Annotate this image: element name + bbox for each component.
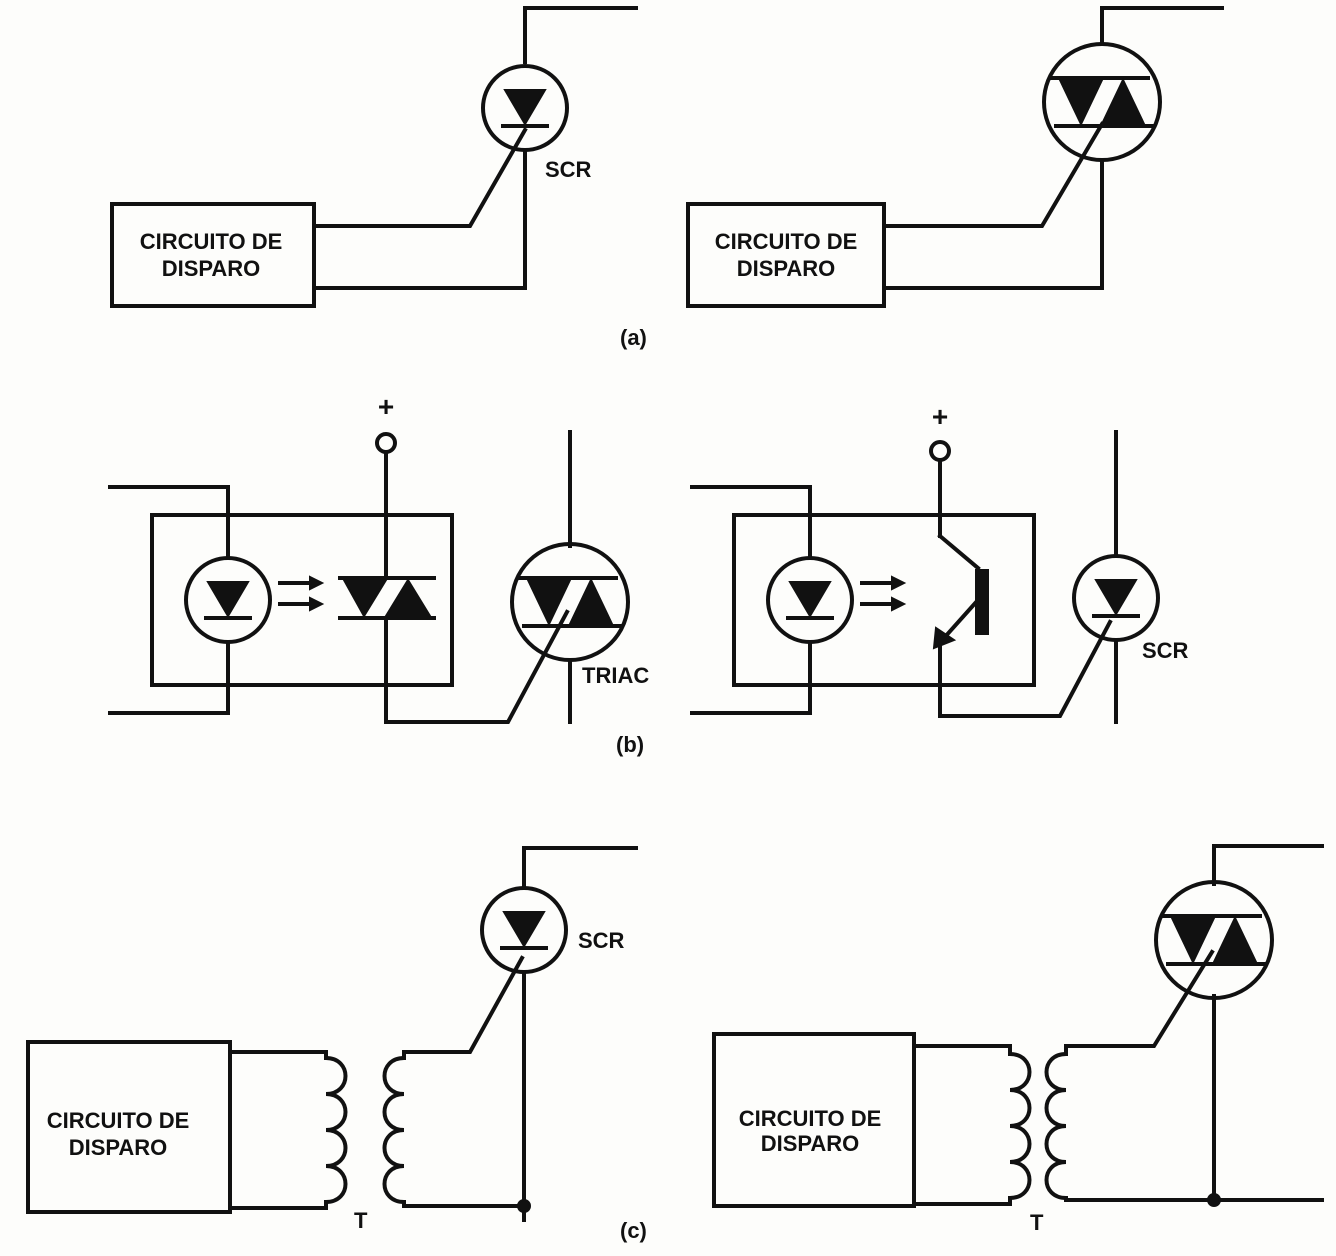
supply-terminal	[375, 432, 397, 454]
secondary-return-wire	[1064, 1196, 1324, 1202]
transformer-label: T	[354, 1208, 368, 1233]
cathode-wire	[882, 158, 1104, 290]
light-arrows-icon	[860, 575, 907, 612]
panel-b-right: + SCR	[690, 401, 1189, 724]
trigger-circuit-box	[110, 202, 316, 308]
supply-terminal	[929, 440, 951, 462]
secondary-return-wire	[402, 1200, 526, 1208]
trigger-circuit-label-line2: DISPARO	[737, 256, 836, 281]
trigger-circuit-label-line1: CIRCUITO DE	[715, 229, 858, 254]
scr-symbol-icon	[481, 64, 569, 152]
trigger-circuit-label-line1: CIRCUITO DE	[47, 1108, 190, 1133]
junction-dot	[517, 1199, 531, 1213]
led-diode-icon	[766, 556, 854, 644]
trigger-circuit-label-line2: DISPARO	[69, 1135, 168, 1160]
trigger-circuit-box	[686, 202, 886, 308]
trigger-circuit-label-line1: CIRCUITO DE	[140, 229, 283, 254]
transformer-label: T	[1030, 1210, 1044, 1235]
trigger-circuit-box	[712, 1032, 916, 1208]
gate-wire	[384, 609, 570, 724]
panel-c-right: CIRCUITO DE DISPARO T	[712, 844, 1324, 1235]
primary-coil-icon	[1008, 1052, 1032, 1200]
scr-label: SCR	[578, 928, 625, 953]
light-arrows-icon	[278, 575, 325, 612]
panel-a-right: CIRCUITO DE DISPARO	[686, 6, 1224, 308]
panel-c-left: CIRCUITO DE DISPARO SCR T	[26, 846, 638, 1233]
triac-symbol-icon	[510, 542, 630, 662]
optocoupler-package	[732, 513, 1036, 687]
led-input-wire-top	[690, 485, 812, 560]
supply-plus-label: +	[378, 391, 394, 422]
primary-wire-top	[228, 1050, 328, 1060]
scr-symbol-icon	[1072, 554, 1160, 642]
scr-symbol-icon	[480, 886, 568, 974]
trigger-circuit-label-line2: DISPARO	[162, 256, 261, 281]
panel-b-left: + TRIAC	[108, 391, 649, 724]
led-input-wire-top	[108, 485, 230, 560]
gate-wire	[1064, 949, 1215, 1056]
gate-wire	[312, 127, 528, 228]
optocoupler-package	[150, 513, 454, 687]
secondary-coil-icon	[1044, 1052, 1068, 1200]
primary-wire-top	[912, 1044, 1012, 1056]
panel-b-label: (b)	[616, 732, 644, 757]
secondary-coil-icon	[382, 1056, 406, 1204]
panel-c-label: (c)	[620, 1218, 647, 1243]
triac-symbol-icon	[1154, 880, 1274, 1000]
gate-wire	[402, 955, 525, 1060]
led-diode-icon	[184, 556, 272, 644]
led-input-wire-bottom	[690, 640, 812, 715]
panel-a-left: CIRCUITO DE DISPARO SCR	[110, 6, 638, 308]
primary-wire-bottom	[912, 1196, 1012, 1206]
primary-coil-icon	[324, 1056, 348, 1204]
anode-wire	[1212, 844, 1324, 886]
anode-wire	[1100, 6, 1224, 46]
cathode-wire	[312, 148, 527, 290]
trigger-circuit-label-line1: CIRCUITO DE	[739, 1106, 882, 1131]
led-input-wire-bottom	[108, 640, 230, 715]
anode-wire	[522, 846, 638, 890]
panel-a-label: (a)	[620, 325, 647, 350]
phototransistor-icon	[932, 458, 989, 718]
scr-label: SCR	[545, 157, 592, 182]
triac-label: TRIAC	[582, 663, 649, 688]
scr-label: SCR	[1142, 638, 1189, 663]
trigger-circuit-label-line2: DISPARO	[761, 1131, 860, 1156]
supply-plus-label: +	[932, 401, 948, 432]
junction-dot	[1207, 1193, 1221, 1207]
triac-symbol-icon	[1042, 42, 1162, 162]
opto-triac-icon	[338, 576, 436, 620]
primary-wire-bottom	[228, 1200, 328, 1210]
anode-wire	[523, 6, 638, 64]
trigger-circuit-box	[26, 1040, 232, 1214]
gate-wire	[938, 619, 1113, 718]
gate-wire	[882, 121, 1105, 228]
